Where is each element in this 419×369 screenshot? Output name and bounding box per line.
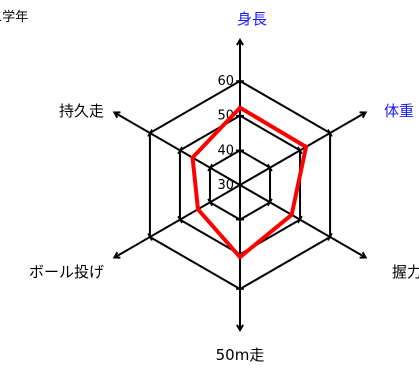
axis-tick-4-60 (147, 233, 153, 241)
axis-line-5 (113, 111, 241, 186)
axis-tick-4-50 (177, 215, 183, 224)
axis-label-5: 持久走 (59, 102, 104, 120)
axis-tick-5-60 (147, 129, 153, 137)
axis-arrow-1 (359, 111, 368, 119)
axis-tick-5-40 (207, 163, 213, 172)
scale-label-60: 60 (217, 74, 234, 89)
series-point-0-4 (195, 207, 200, 212)
series-point-0-3 (238, 255, 242, 260)
axis-tick-1-50 (297, 146, 303, 155)
axis-arrow-3 (236, 324, 244, 332)
scale-label-30: 30 (217, 178, 234, 193)
series-point-0-1 (304, 144, 309, 149)
axis-tick-1-60 (327, 129, 333, 137)
axis-line-4 (113, 184, 241, 259)
chart-title: 1学年 (0, 10, 29, 25)
axis-label-2: 握力 (392, 263, 419, 281)
axis-tick-2-60 (327, 233, 333, 241)
axis-label-4: ボール投げ (29, 263, 104, 281)
axis-label-3: 50m走 (216, 346, 265, 364)
series-point-0-0 (238, 105, 242, 110)
axis-arrow-0 (236, 38, 244, 46)
axis-line-2 (239, 184, 367, 259)
axis-tick-2-50 (297, 215, 303, 224)
axis-label-1: 体重 (384, 102, 414, 120)
scale-label-40: 40 (217, 143, 234, 158)
axis-tick-1-40 (267, 163, 273, 172)
series-point-0-2 (289, 212, 294, 217)
axis-arrow-2 (359, 251, 368, 259)
axis-label-0: 身長 (237, 10, 267, 28)
axis-arrow-5 (112, 111, 121, 119)
axis-arrow-4 (112, 251, 121, 259)
axis-tick-5-50 (177, 146, 183, 155)
axis-tick-4-40 (207, 198, 213, 207)
axis-line-1 (239, 111, 367, 186)
series-point-0-5 (190, 155, 195, 160)
axis-tick-2-40 (267, 198, 273, 207)
